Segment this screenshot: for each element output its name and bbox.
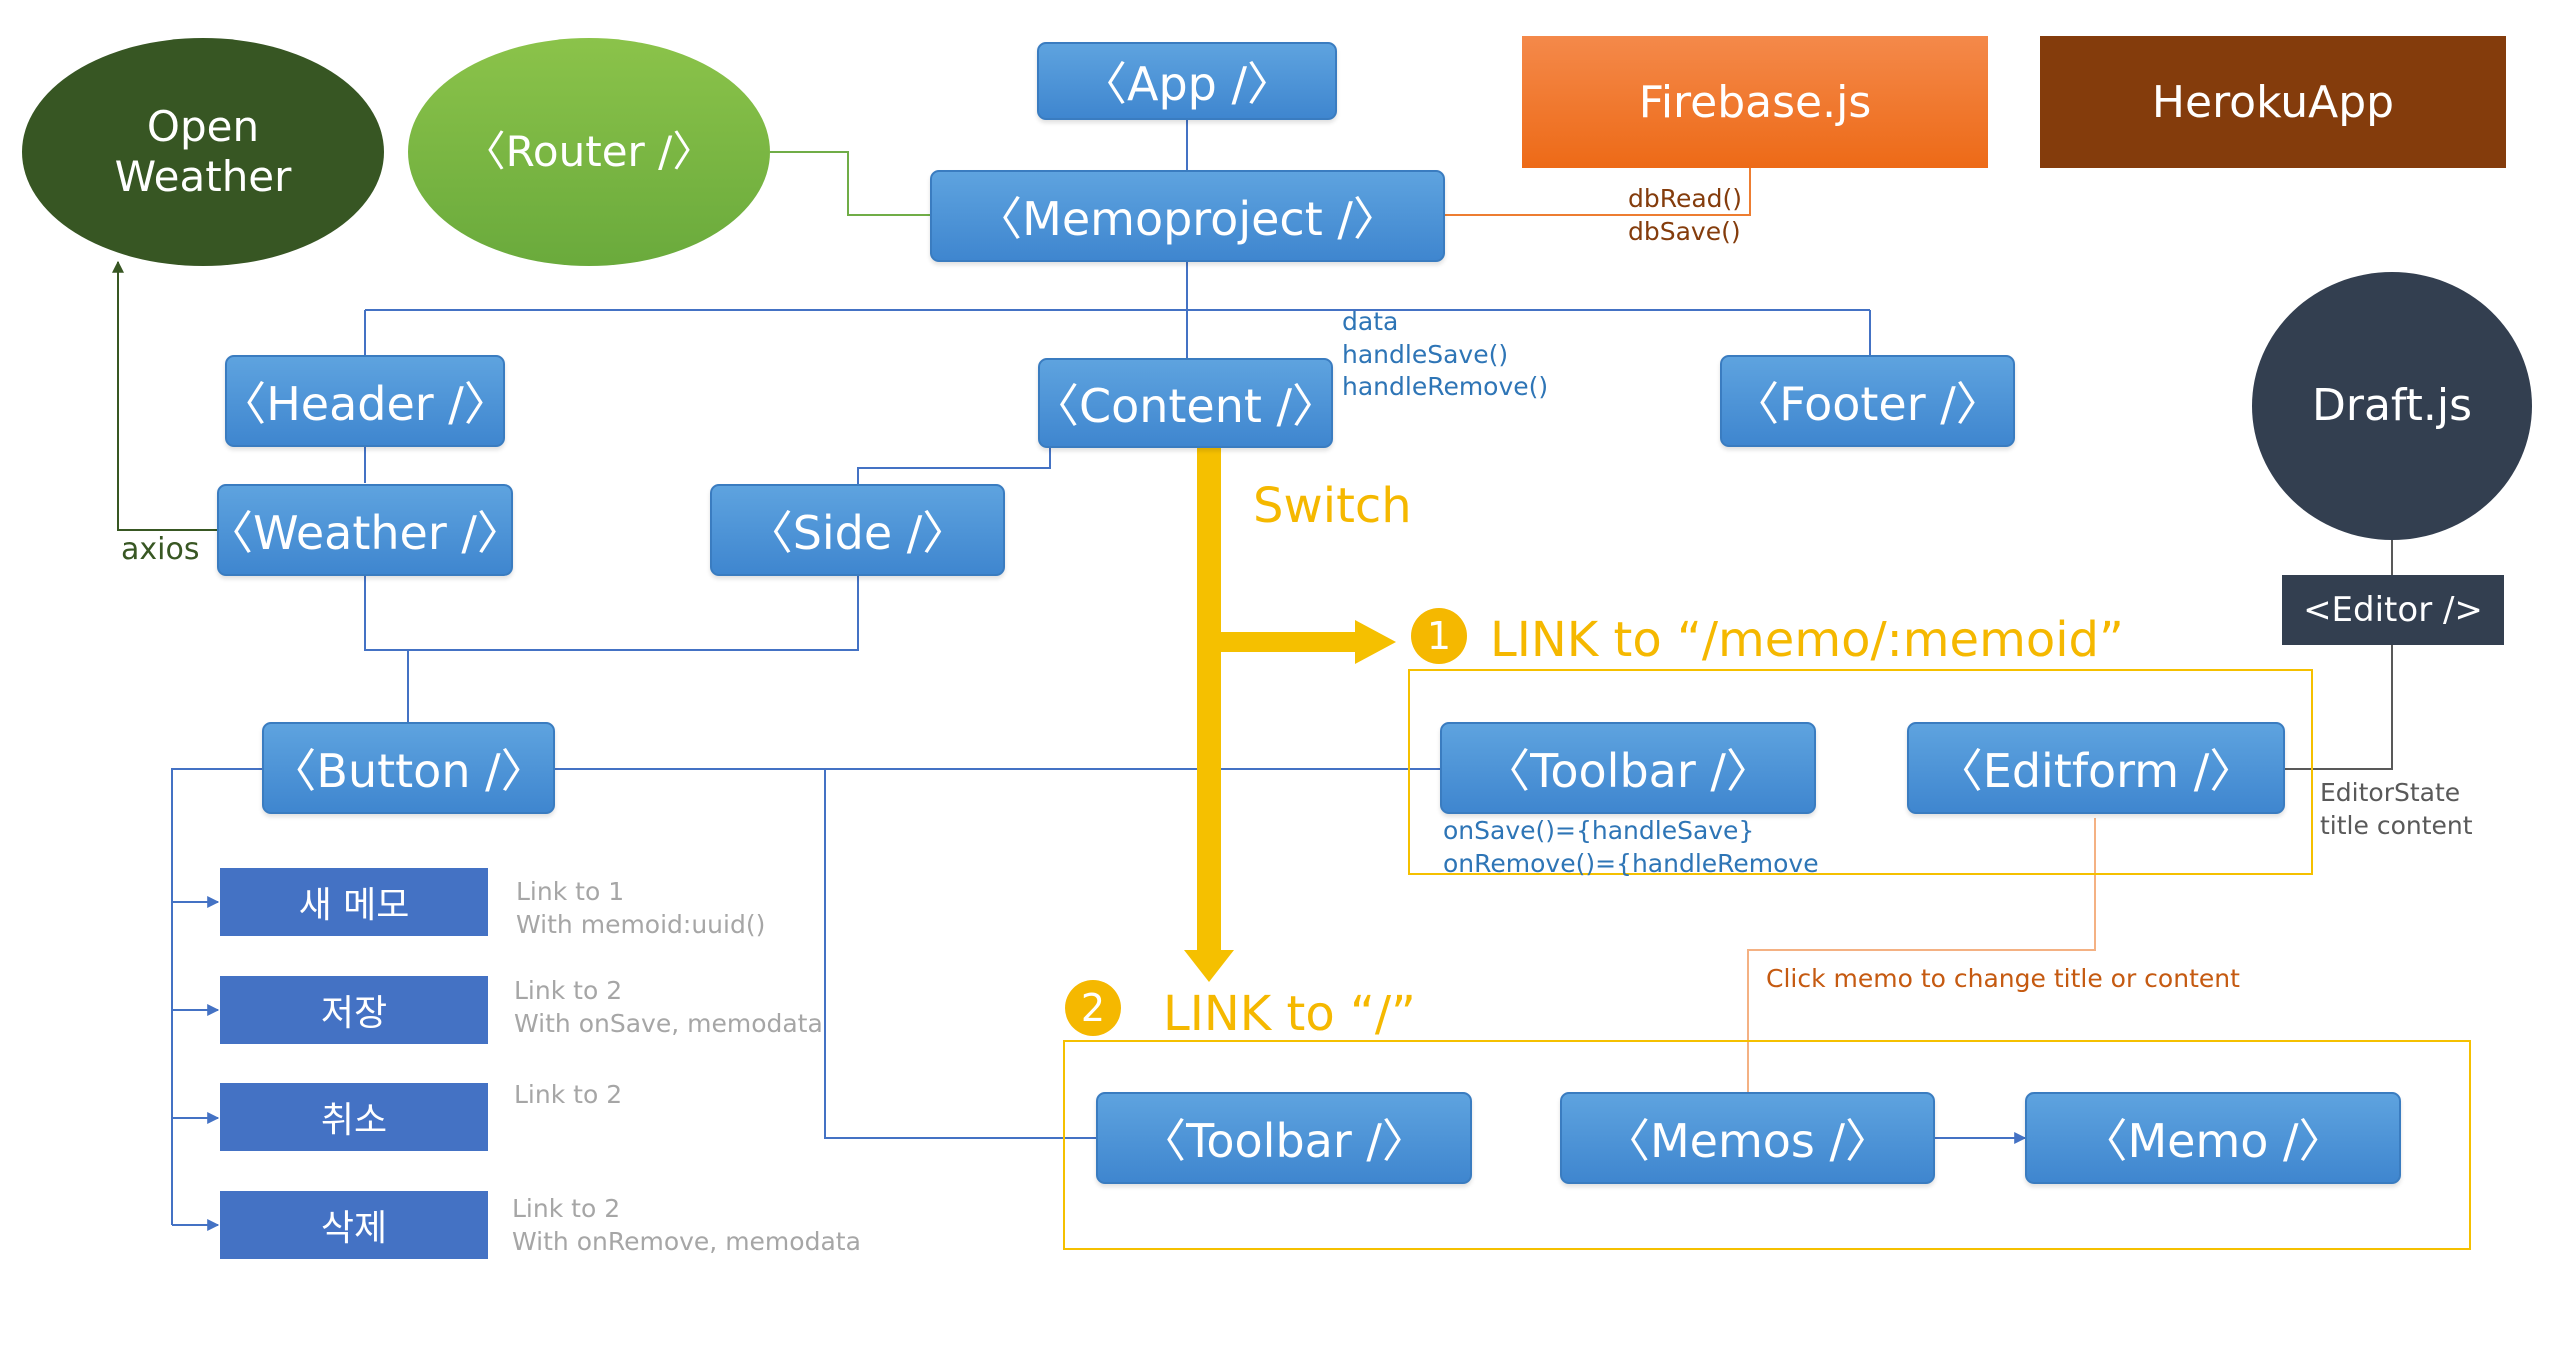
line-button-actions (171, 768, 262, 1225)
content-component: 〈Content /〉 (1033, 358, 1338, 448)
line-router-memoproject (770, 151, 935, 216)
line-weather-side-bracket (364, 576, 859, 651)
line-editform-editor (2285, 645, 2393, 770)
db-methods-note: dbRead() dbSave() (1628, 184, 1743, 246)
weather-component: 〈Weather /〉 (207, 484, 523, 576)
open-weather-ellipse: Open Weather (22, 38, 384, 266)
toolbar-edit-component: 〈Toolbar /〉 (1440, 722, 1816, 814)
line-button-toolbar-list (824, 769, 1096, 1139)
action-cancel: 취소 (220, 1083, 488, 1151)
draftjs-ellipse: Draft.js (2252, 272, 2532, 540)
route-2-frame (1063, 1040, 2471, 1250)
editor-state-note: EditorState title content (2320, 778, 2473, 840)
line-editform-memos (1747, 818, 2096, 1092)
memos-component: 〈Memos /〉 (1560, 1092, 1935, 1184)
button-component: 〈Button /〉 (262, 722, 555, 814)
route-2-badge: 2 (1065, 980, 1121, 1036)
action-delete: 삭제 (220, 1191, 488, 1259)
content-props-note: data handleSave() handleRemove() (1342, 307, 1549, 401)
editor-box: <Editor /> (2282, 575, 2504, 645)
switch-branch (1209, 632, 1355, 652)
switch-arrowhead-down (1184, 950, 1234, 982)
action-new-memo-desc: Link to 1 With memoid:uuid() (516, 877, 766, 939)
route-1-link: LINK to “/memo/:memoid” (1490, 612, 2124, 668)
switch-shaft (1197, 448, 1221, 950)
line-weather-openweather (112, 260, 217, 531)
heroku-box: HerokuApp (2040, 36, 2506, 168)
action-save: 저장 (220, 976, 488, 1044)
route-2-link: LINK to “/” (1163, 986, 1416, 1042)
toolbar-list-component: 〈Toolbar /〉 (1096, 1092, 1472, 1184)
action-delete-desc: Link to 2 With onRemove, memodata (512, 1194, 861, 1256)
route-1-frame (1408, 669, 2313, 875)
memo-component: 〈Memo /〉 (2025, 1092, 2401, 1184)
click-memo-note: Click memo to change title or content (1766, 964, 2240, 993)
switch-arrows (1184, 448, 1396, 982)
switch-arrowhead-right (1355, 620, 1396, 664)
footer-component: 〈Footer /〉 (1720, 355, 2015, 447)
side-component: 〈Side /〉 (710, 484, 1005, 576)
router-ellipse: 〈Router /〉 (408, 38, 770, 266)
editform-component: 〈Editform /〉 (1907, 722, 2285, 814)
memoproject-component: 〈Memoproject /〉 (930, 170, 1445, 262)
route-1-badge: 1 (1411, 608, 1467, 664)
action-save-desc: Link to 2 With onSave, memodata (514, 976, 823, 1038)
action-cancel-desc: Link to 2 (514, 1080, 623, 1109)
axios-note: axios (121, 532, 200, 567)
firebase-box: Firebase.js (1522, 36, 1988, 168)
header-component: 〈Header /〉 (220, 355, 510, 447)
line-content-side (857, 448, 1051, 484)
switch-label: Switch (1253, 478, 1412, 534)
app-component: 〈App /〉 (1037, 42, 1337, 120)
toolbar-props-note: onSave()={handleSave} onRemove()={handle… (1443, 816, 1819, 878)
line-memoproject-firebase (1445, 168, 1751, 216)
action-new-memo: 새 메모 (220, 868, 488, 936)
